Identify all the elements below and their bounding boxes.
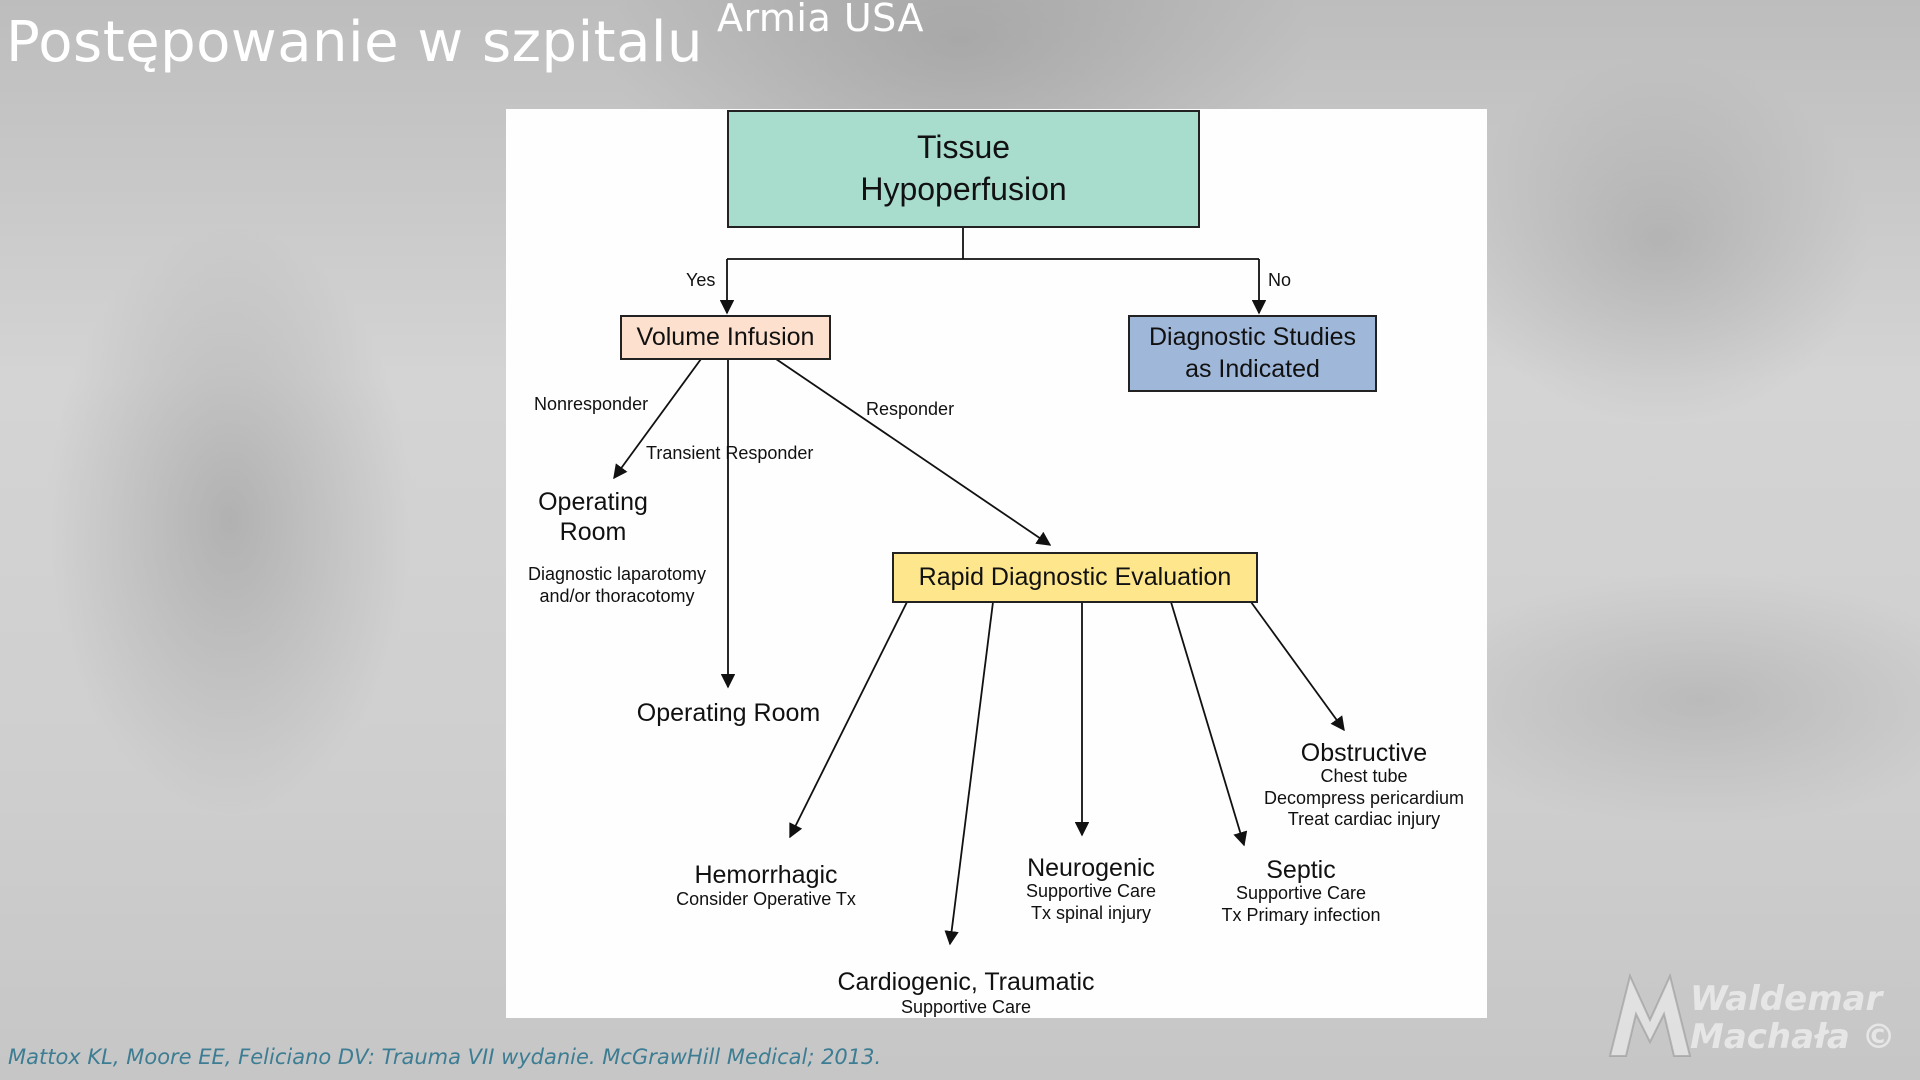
node-rapid-label: Rapid Diagnostic Evaluation: [918, 563, 1232, 591]
outcome-neurogenic-title: Neurogenic: [1027, 854, 1155, 882]
outcome-septic-desc: Supportive Care Tx Primary infection: [1221, 883, 1381, 925]
connector-hemorrhagic: [789, 601, 908, 839]
node-diagnostic-label: Diagnostic Studies as Indicated: [1148, 323, 1357, 383]
connector-cardiogenic: [944, 601, 994, 946]
slide-title-superscript: Armia USA: [716, 0, 924, 40]
node-volume-label: Volume Infusion: [636, 323, 815, 351]
outcome-obstructive-title: Obstructive: [1300, 739, 1428, 767]
outcome-cardiogenic-desc: Supportive Care: [900, 997, 1032, 1017]
edge-label-responder: Responder: [866, 399, 955, 419]
source-citation: Mattox KL, Moore EE, Feliciano DV: Traum…: [8, 1045, 882, 1069]
watermark-first-name: Waldemar: [1690, 979, 1883, 1019]
outcome-septic-title: Septic: [1266, 856, 1336, 884]
edge-label-no: No: [1268, 270, 1292, 290]
watermark-last-name: Machała ©: [1690, 1017, 1896, 1057]
outcome-or1-desc: Diagnostic laparotomy and/or thoracotomy: [527, 564, 707, 606]
outcome-cardiogenic-title: Cardiogenic, Traumatic: [837, 968, 1095, 996]
edge-label-yes: Yes: [686, 270, 716, 290]
connector-responder: [775, 358, 1052, 546]
outcome-or2-title: Operating Room: [636, 699, 821, 727]
connector-septic: [1170, 601, 1248, 847]
node-rapid-diagnostic: Rapid Diagnostic Evaluation: [892, 552, 1258, 603]
slide-title-main: Postępowanie w szpitalu: [6, 10, 703, 75]
node-volume-infusion: Volume Infusion: [620, 315, 831, 360]
node-diagnostic-studies: Diagnostic Studies as Indicated: [1128, 315, 1377, 392]
node-tissue-hypoperfusion: Tissue Hypoperfusion: [727, 110, 1200, 228]
outcome-neurogenic-desc: Supportive Care Tx spinal injury: [1025, 881, 1157, 923]
author-watermark: Waldemar Machała ©: [1606, 970, 1906, 1062]
outcome-obstructive-desc: Chest tube Decompress pericardium Treat …: [1263, 766, 1465, 830]
connector-nonresponder: [613, 358, 702, 480]
edge-label-nonresponder: Nonresponder: [534, 394, 649, 414]
watermark-logo-icon: [1608, 972, 1692, 1057]
slide-title: Postępowanie w szpitalu Armia USA: [6, 0, 924, 75]
outcome-hemorrhagic-desc: Consider Operative Tx: [676, 889, 856, 909]
edge-label-transient: Transient Responder: [646, 443, 814, 463]
connector-obstructive: [1250, 601, 1345, 732]
node-tissue-label: Tissue Hypoperfusion: [860, 129, 1067, 207]
outcome-hemorrhagic-title: Hemorrhagic: [694, 861, 838, 889]
flowchart-panel: Tissue Hypoperfusion Volume Infusion Dia…: [506, 109, 1487, 1018]
flowchart-connectors: [613, 227, 1345, 946]
outcome-or1-title: Operating Room: [538, 488, 648, 546]
